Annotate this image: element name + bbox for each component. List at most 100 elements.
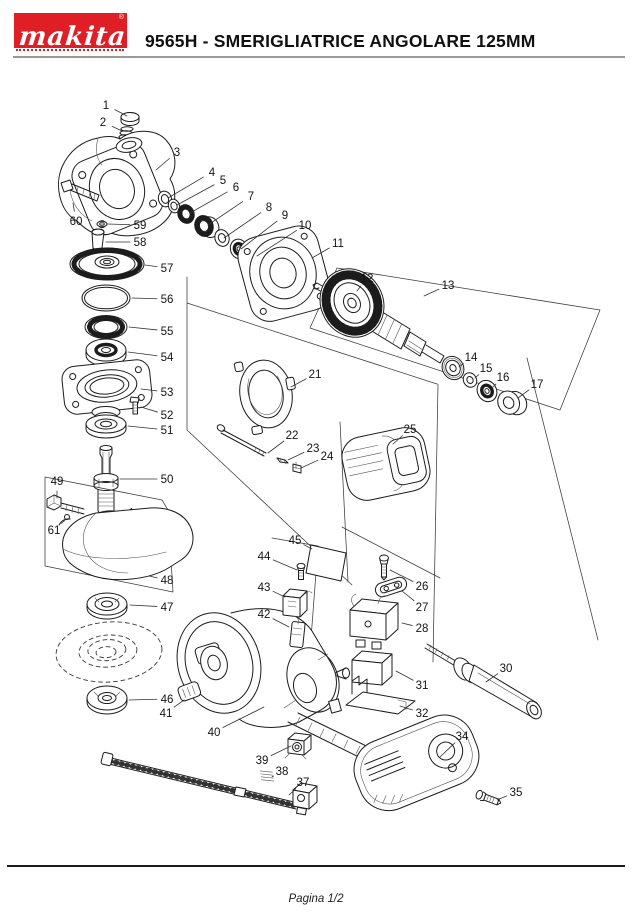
leader-line-41 — [173, 699, 185, 708]
part-label-37: 37 — [297, 777, 310, 789]
leader-line-51 — [127, 425, 158, 430]
part-label-4: 4 — [209, 167, 216, 179]
leader-line-47 — [129, 604, 158, 607]
part-label-45: 45 — [289, 535, 302, 547]
part-label-50: 50 — [161, 474, 174, 486]
makita-logo: ® makita — [14, 13, 128, 52]
part-label-41: 41 — [160, 708, 173, 720]
part-22-screw-drawing — [216, 424, 267, 457]
leader-line-10 — [256, 230, 297, 257]
part-label-8: 8 — [266, 202, 272, 214]
part-label-34: 34 — [456, 731, 469, 743]
part-label-10: 10 — [299, 220, 312, 232]
leader-line-23 — [287, 451, 305, 461]
leader-line-12 — [356, 285, 362, 292]
part-label-3: 3 — [174, 147, 180, 159]
leader-line-24 — [300, 459, 319, 469]
leader-line-45 — [303, 544, 313, 550]
part-31-switch-drawing — [331, 650, 393, 686]
part-label-61: 61 — [48, 525, 61, 537]
part-label-9: 9 — [282, 210, 288, 222]
leader-line-61 — [60, 519, 66, 524]
part-label-2: 2 — [100, 117, 106, 129]
page-number: Pagina 1/2 — [288, 893, 344, 905]
leader-line-13 — [423, 288, 440, 297]
leader-line-44 — [272, 559, 298, 571]
part-1-cap-drawing — [120, 112, 140, 126]
part-21-baffle-plate-drawing — [233, 359, 296, 436]
part-51-flange-drawing — [85, 414, 127, 439]
part-label-53: 53 — [161, 387, 174, 399]
logo-underline-dots — [16, 49, 124, 51]
part-label-35: 35 — [510, 787, 523, 799]
part-label-44: 44 — [258, 551, 271, 563]
part-11-bearing-plate-drawing — [237, 225, 331, 322]
leader-line-60 — [72, 202, 75, 212]
leader-line-16 — [491, 383, 497, 389]
part-25-field-coil-drawing — [341, 427, 431, 501]
part-label-52: 52 — [161, 410, 174, 422]
part-label-39: 39 — [256, 755, 269, 767]
part-number-labels: 1234567891011121314151617212223242526272… — [48, 100, 543, 801]
leader-line-14 — [458, 363, 464, 368]
part-26-screw-drawing — [379, 554, 389, 581]
part-label-6: 6 — [233, 182, 239, 194]
part-label-55: 55 — [161, 326, 174, 338]
leader-line-22 — [267, 440, 285, 454]
part-label-58: 58 — [134, 237, 147, 249]
part-label-21: 21 — [309, 369, 322, 381]
part-label-22: 22 — [286, 430, 299, 442]
leader-line-48 — [148, 575, 158, 579]
part-58-pin-drawing — [91, 228, 105, 250]
leader-line-46 — [128, 698, 158, 701]
part-60-bolt-drawing — [60, 179, 100, 202]
part-label-56: 56 — [161, 294, 174, 306]
leader-line-54 — [127, 351, 158, 357]
footer-divider — [7, 865, 625, 867]
part-label-16: 16 — [497, 372, 510, 384]
part-label-1: 1 — [103, 100, 109, 112]
leader-line-34 — [439, 742, 456, 758]
part-label-31: 31 — [416, 680, 429, 692]
leader-line-28 — [401, 622, 413, 626]
leader-line-31 — [395, 670, 414, 681]
part-34-rear-cover-drawing — [353, 714, 480, 812]
part-37-shaft-lock-bar-drawing — [100, 751, 318, 816]
part-43-brush-holder-drawing — [282, 588, 313, 618]
leader-line-15 — [474, 374, 480, 379]
leader-line-53 — [140, 388, 158, 392]
part-17-rubber-ring-drawing — [497, 390, 528, 416]
part-label-60: 60 — [70, 216, 83, 228]
leader-line-35 — [496, 795, 508, 801]
part-45-nameplate-drawing — [305, 544, 347, 582]
part-label-28: 28 — [416, 623, 429, 635]
part-label-51: 51 — [161, 425, 174, 437]
leader-line-8 — [223, 212, 262, 239]
part-14-washer-drawing — [441, 355, 465, 381]
leader-line-25 — [392, 435, 403, 445]
part-label-38: 38 — [276, 766, 289, 778]
part-59-ring-drawing — [96, 220, 108, 228]
grinding-wheel-drawing — [55, 621, 163, 683]
leader-line-27 — [401, 590, 415, 602]
leader-line-6 — [189, 191, 228, 214]
leader-line-55 — [128, 326, 158, 331]
leader-line-37 — [288, 788, 297, 796]
part-32-bracket-drawing — [345, 675, 416, 715]
part-label-32: 32 — [416, 708, 429, 720]
leader-line-30 — [485, 673, 499, 683]
part-label-27: 27 — [416, 602, 429, 614]
part-label-26: 26 — [416, 581, 429, 593]
leader-line-4 — [167, 176, 204, 199]
part-label-25: 25 — [404, 424, 417, 436]
part-44-screw-drawing — [296, 562, 306, 580]
part-label-42: 42 — [258, 609, 271, 621]
leader-line-17 — [517, 389, 530, 399]
part-54-ball-bearing-drawing — [85, 338, 127, 367]
leader-line-26 — [389, 569, 414, 582]
part-61-pin-drawing — [58, 514, 71, 526]
part-label-48: 48 — [161, 575, 174, 587]
leader-line-11 — [311, 247, 330, 259]
leader-line-9 — [240, 220, 278, 250]
